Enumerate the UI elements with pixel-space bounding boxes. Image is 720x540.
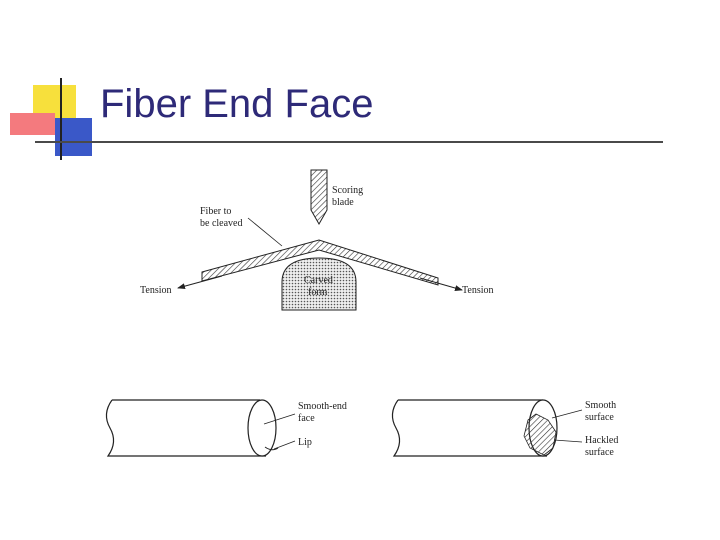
lip bbox=[264, 446, 279, 451]
tension-arrow-right bbox=[419, 277, 463, 291]
title-underline bbox=[35, 141, 663, 143]
lip-label: Lip bbox=[298, 437, 312, 448]
lip-leader bbox=[273, 440, 296, 450]
smooth-end-label-1: Smooth-end bbox=[298, 401, 347, 412]
hackled-surface-leader bbox=[553, 439, 583, 443]
fiber-label-1: Fiber to bbox=[200, 206, 231, 217]
smooth-surface-label-1: Smooth bbox=[585, 400, 616, 411]
smooth-end-label-2: face bbox=[298, 413, 315, 424]
right-fiber-back-end bbox=[391, 399, 401, 457]
right-fiber: Smooth surface Hackled surface bbox=[391, 399, 618, 458]
smooth-surface-label-2: surface bbox=[585, 412, 614, 423]
smooth-end-leader bbox=[263, 413, 296, 425]
decor-red-bar bbox=[10, 113, 55, 135]
hackled-region bbox=[523, 413, 557, 456]
scoring-blade bbox=[310, 169, 328, 226]
left-fiber-end-face bbox=[247, 399, 277, 457]
left-fiber-back-end bbox=[105, 399, 115, 457]
tension-right-label: Tension bbox=[462, 285, 494, 296]
smooth-surface-leader bbox=[551, 409, 583, 419]
scoring-blade-label-1: Scoring bbox=[332, 185, 363, 196]
slide-title: Fiber End Face bbox=[100, 82, 374, 126]
curved-form bbox=[281, 257, 357, 311]
left-fiber: Smooth-end face Lip bbox=[105, 399, 347, 457]
hackled-surface-label-1: Hackled bbox=[585, 435, 618, 446]
scoring-blade-label-2: blade bbox=[332, 197, 354, 208]
curved-form-label-2: form bbox=[308, 287, 328, 298]
cleave-setup: Scoring blade Fiber to be cleaved Carved… bbox=[140, 169, 494, 311]
curved-form-label-1: Carved bbox=[304, 275, 333, 286]
tension-arrow-left bbox=[177, 275, 223, 290]
fiber-leader bbox=[247, 217, 283, 247]
left-fiber-body bbox=[112, 399, 266, 457]
tension-left-label: Tension bbox=[140, 285, 172, 296]
hackled-surface-label-2: surface bbox=[585, 447, 614, 458]
decor-vertical-line bbox=[60, 78, 62, 160]
right-fiber-body bbox=[398, 399, 547, 457]
fiber-label-2: be cleaved bbox=[200, 218, 242, 229]
